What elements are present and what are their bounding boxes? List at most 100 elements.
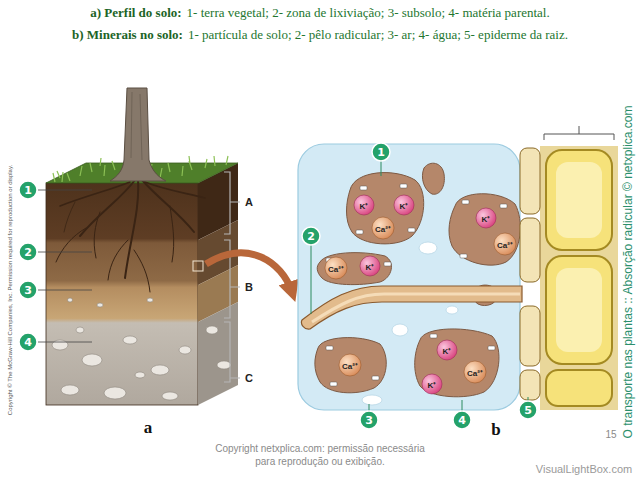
illustration-part [162,392,178,400]
illustration-part [56,228,86,262]
illustration-part [104,387,126,399]
callout-number: 2 [24,246,32,259]
illustration-part [52,340,68,350]
illustration-part [369,404,370,411]
illustration-part [546,256,612,364]
illustration-part [312,294,520,322]
callout-number: 1 [24,184,32,197]
illustration-part [224,172,240,382]
illustration-part [422,163,444,194]
illustration-part [131,92,142,160]
heading-label: b) Minerais no solo: [72,27,183,42]
illustration-part [400,184,407,188]
illustration-part [408,228,415,232]
illustration-part [193,261,203,271]
illustration-part [145,182,205,198]
watermark: VisualLightBox.com [536,463,632,475]
illustration-part [519,401,537,419]
illustration-part [556,162,602,238]
illustration-part [97,303,103,307]
copyright-note: Copyright netxplica.com: permissão neces… [210,442,430,468]
illustration-part [360,186,367,190]
illustration-part [68,298,73,302]
illustration-part [38,290,92,291]
illustration-part [317,253,391,285]
illustration-part [38,190,92,342]
horizon-letter: C [245,372,253,384]
horizon-letter: B [245,281,253,293]
illustration-part [339,354,361,376]
illustration-part [76,327,84,333]
illustration-part [415,329,499,397]
watermark: O transporte nas plantas :: Absorção rad… [621,105,635,438]
illustration-part [326,346,333,350]
ion-label: K⁺ [443,345,452,356]
illustration-part [494,233,516,255]
illustration-part [460,254,467,258]
illustration-part [354,195,496,394]
heading-text: 1- partícula de solo; 2- pêlo radicular;… [188,27,568,42]
heading-row: a) Perfil do solo:1- terra vegetal; 2- z… [0,5,640,21]
panel-letter: a [144,418,153,438]
panel-letter: b [491,420,500,440]
heading-row: b) Minerais no solo: 1- partícula de solo… [0,27,640,43]
illustration-part [19,181,37,199]
illustration-part [315,163,520,397]
ion-label: Ca²⁺ [342,360,358,371]
illustration-part [394,195,414,215]
illustration-part [19,281,37,299]
illustration-part [298,144,520,410]
illustration-part [19,143,537,429]
illustration-part [476,208,496,228]
illustration-part [123,336,137,344]
illustration-part [108,240,128,280]
illustration-part [125,180,138,278]
callout-number: 5 [524,404,532,417]
ion-label: Ca²⁺ [328,263,344,274]
ion-label: Ca²⁺ [467,367,483,378]
illustration-part [544,126,614,140]
copyright-note: Copyright © The McGraw-Hill Companies, I… [7,165,13,415]
illustration-part [325,257,347,279]
illustration-part [500,204,507,208]
ion-label: Ca²⁺ [497,239,513,250]
illustration-part [540,146,618,410]
illustration-part [38,252,92,253]
illustration-part [82,354,102,366]
ion-label: K⁺ [400,200,409,211]
illustration-part [224,172,240,234]
illustration-part [315,338,386,393]
illustration-part [206,326,218,334]
illustration-part [381,161,382,176]
ion-label: Ca²⁺ [375,223,391,234]
illustration-part [325,217,516,383]
illustration-part [462,200,469,204]
ion-label: K⁺ [482,213,491,224]
callout-number: 1 [377,146,385,159]
illustration-part [134,250,150,292]
illustration-part [330,382,337,386]
illustration-part [556,268,602,352]
illustration-part [449,194,520,265]
illustration-part [430,334,437,338]
illustration-part [56,180,205,292]
illustration-part [520,148,540,400]
callout-number: 3 [24,284,32,297]
illustration-part [372,217,394,239]
illustration-part [206,253,292,292]
illustration-part [217,361,231,369]
illustration-part [384,262,391,266]
illustration-part [462,400,463,411]
soil-block [46,88,238,405]
illustration-part [488,346,495,350]
illustration-part [354,195,374,215]
illustration-part [362,395,382,405]
illustration-part [60,182,130,206]
illustration-part [347,173,424,244]
illustration-part [556,162,602,352]
illustration-part [392,324,408,336]
callout-number: 2 [307,230,315,243]
illustration-part [38,342,92,343]
illustration-part [135,372,145,378]
illustration-part [311,161,528,411]
